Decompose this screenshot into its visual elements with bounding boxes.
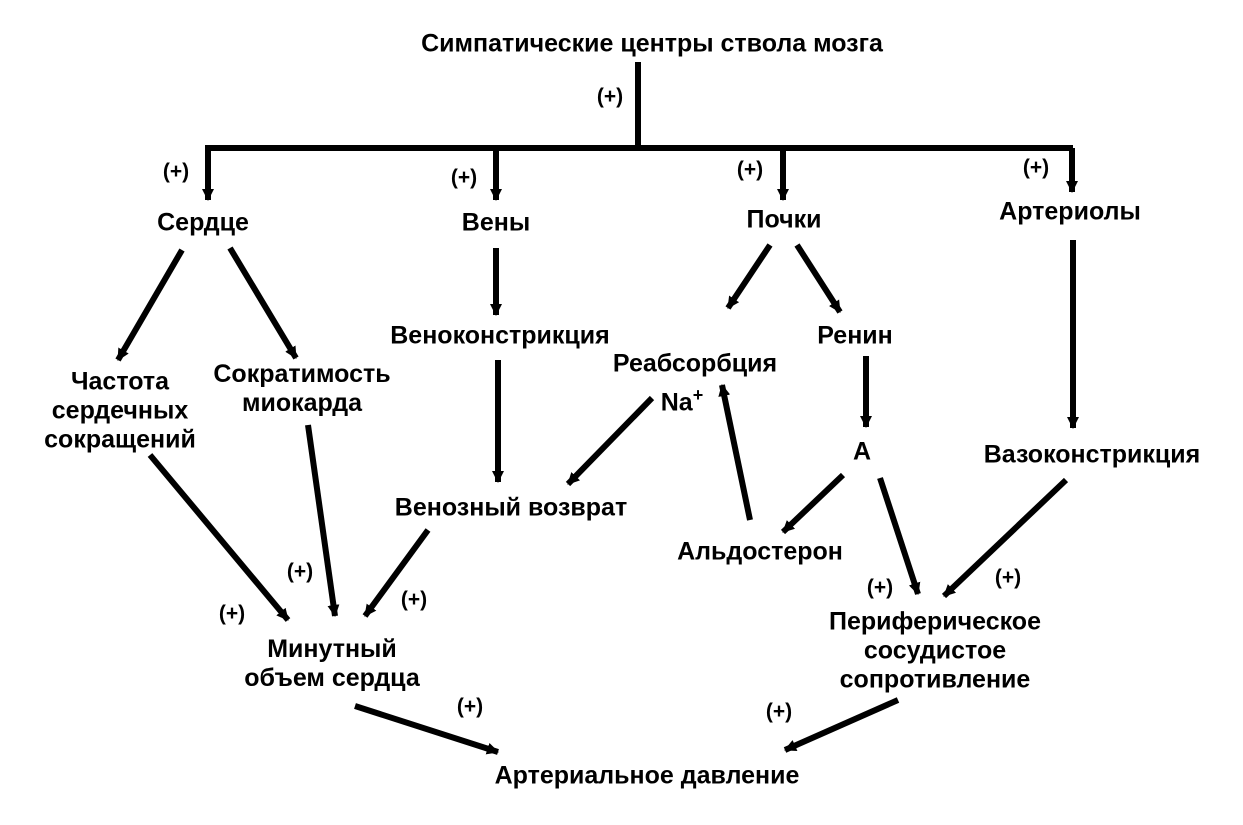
- node-kidneys: Почки: [746, 205, 822, 234]
- sign-veins: (+): [450, 166, 478, 189]
- node-venous-return: Венозный возврат: [394, 493, 628, 522]
- arrow-heart-contractility: [227, 246, 299, 360]
- node-venoconstriction: Веноконстрикция: [390, 321, 610, 350]
- node-contractility: Сократимость миокарда: [213, 360, 391, 417]
- sign-return-output: (+): [400, 588, 428, 611]
- arrow-output-pressure: [354, 703, 499, 755]
- arrow-aldosterone-sodium: [718, 384, 753, 521]
- sign-output-pressure: (+): [456, 695, 484, 718]
- node-reabsorption: Реабсорбция: [612, 349, 778, 378]
- node-cardiac-output: Минутный объем сердца: [244, 635, 420, 692]
- node-peripheral-resistance: Периферическое сосудистое сопротивление: [829, 607, 1041, 694]
- arrow-return-output: [362, 528, 431, 618]
- arrow-kidneys-reabsorption: [725, 243, 773, 310]
- arrow-vasoconstriction-resistance: [941, 477, 1069, 599]
- node-vasoconstriction: Вазоконстрикция: [983, 440, 1201, 469]
- arrow-sodium-return: [565, 395, 655, 487]
- sign-contractility-output: (+): [286, 560, 314, 583]
- node-arterioles: Артериолы: [999, 197, 1141, 226]
- arrow-angiotensin-aldosterone: [780, 472, 846, 535]
- arrow-kidneys-renin: [794, 243, 843, 314]
- sign-kidneys: (+): [736, 158, 764, 181]
- node-heart: Сердце: [157, 208, 249, 237]
- sign-angiotensin-resistance: (+): [866, 576, 894, 599]
- node-renin: Ренин: [817, 321, 893, 350]
- node-brainstem-centers: Симпатические центры ствола мозга: [421, 29, 883, 58]
- arrow-heart-rate: [115, 248, 185, 362]
- sign-resistance-pressure: (+): [765, 700, 793, 723]
- sign-arterioles: (+): [1022, 156, 1050, 179]
- sign-trunk: (+): [596, 85, 624, 108]
- node-sodium: Na+: [660, 386, 703, 418]
- arrow-rate-output: [147, 453, 291, 622]
- node-aldosterone: Альдостерон: [677, 537, 843, 566]
- node-arterial-pressure: Артериальное давление: [494, 761, 800, 790]
- arrow-resistance-pressure: [783, 697, 900, 753]
- sign-vasoconstriction-resistance: (+): [994, 566, 1022, 589]
- node-veins: Вены: [461, 208, 531, 237]
- arrow-angiotensin-resistance: [877, 477, 921, 595]
- sign-heart: (+): [162, 160, 190, 183]
- sodium-label: Na: [660, 388, 693, 417]
- arrow-contractility-output: [305, 424, 340, 617]
- node-angiotensin: A: [852, 437, 872, 466]
- node-heart-rate: Частота сердечных сокращений: [44, 367, 196, 454]
- sodium-charge: +: [692, 385, 704, 406]
- sign-rate-output: (+): [218, 602, 246, 625]
